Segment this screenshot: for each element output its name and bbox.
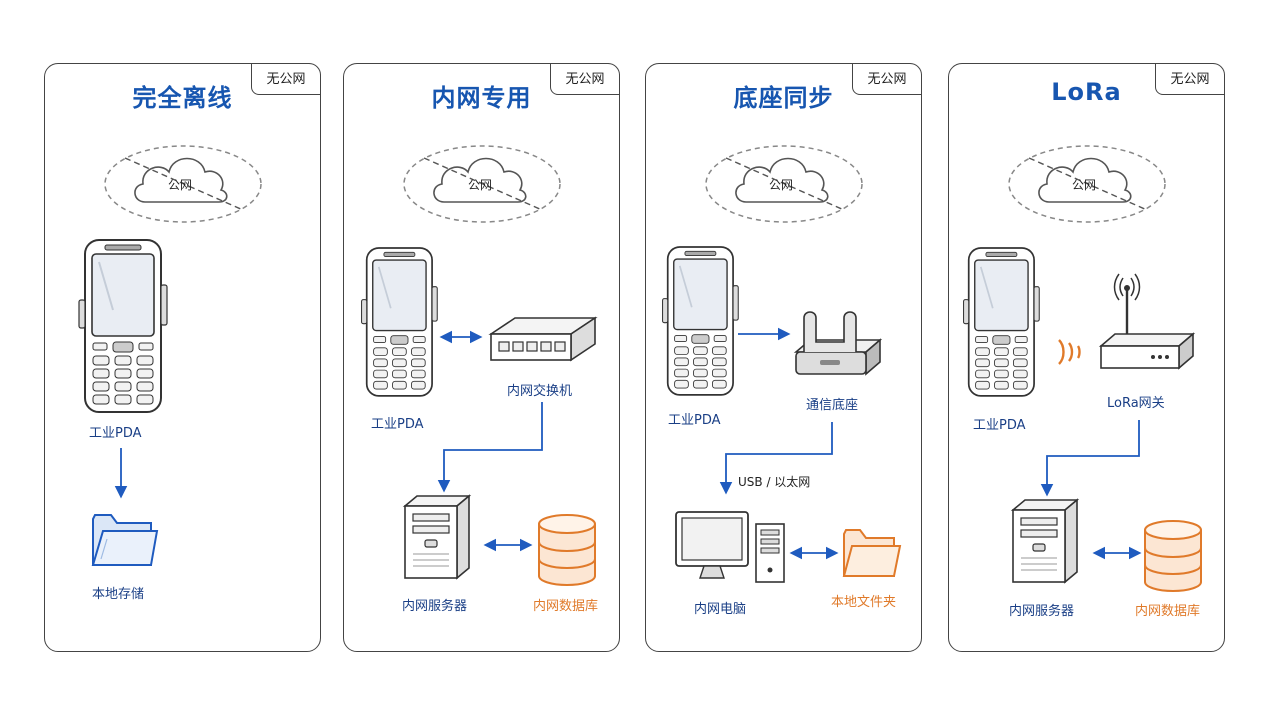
radio-waves-icon — [1058, 339, 1081, 365]
cradle-label: 通信底座 — [806, 398, 859, 413]
server-label: 内网服务器 — [402, 599, 468, 614]
panel-lora: LoRa 无公网 公网 工业PDA LoRa网关 内网服务器 内网数据库 — [948, 63, 1225, 652]
connector-arrows — [719, 327, 839, 560]
cloud-label: 公网 — [468, 178, 493, 192]
cradle-icon — [793, 311, 883, 376]
panel-cradle-sync: 底座同步 无公网 公网 工业PDA 通信底座 USB / 以太网 内网电脑 本地… — [645, 63, 922, 652]
cloud-label: 公网 — [168, 178, 193, 192]
panel-intranet: 内网专用 无公网 公网 工业PDA 内网交换机 内网服务器 内网数据库 — [343, 63, 620, 652]
database-label: 内网数据库 — [1135, 604, 1201, 619]
no-internet-badge: 无公网 — [1155, 63, 1225, 95]
no-internet-badge: 无公网 — [852, 63, 922, 95]
no-internet-badge: 无公网 — [251, 63, 321, 95]
panel-title: 内网专用 — [431, 84, 532, 112]
router-icon — [1098, 273, 1196, 370]
panel-title: LoRa — [1051, 78, 1122, 106]
connector-arrows — [1040, 420, 1142, 560]
cloud-label: 公网 — [769, 178, 794, 192]
storage-label: 本地存储 — [92, 587, 145, 602]
computer-icon — [675, 511, 785, 583]
database-label: 内网数据库 — [533, 599, 599, 614]
panel-title: 完全离线 — [132, 84, 233, 112]
flow-arrow — [114, 448, 128, 499]
connection-label: USB / 以太网 — [738, 475, 811, 489]
panel-offline: 完全离线 无公网 公网 工业PDA 本地存储 — [44, 63, 321, 652]
server-label: 内网服务器 — [1009, 604, 1075, 619]
no-internet-badge: 无公网 — [550, 63, 620, 95]
pc-label: 内网电脑 — [694, 602, 747, 617]
pda-label: 工业PDA — [668, 413, 721, 428]
pda-label: 工业PDA — [973, 418, 1026, 433]
cloud-label: 公网 — [1072, 178, 1097, 192]
folder-icon — [842, 529, 902, 577]
panel-title: 底座同步 — [733, 84, 834, 112]
switch-icon — [488, 316, 598, 362]
gateway-label: LoRa网关 — [1107, 396, 1165, 411]
connector-arrows — [437, 330, 543, 552]
folder-icon — [91, 514, 159, 566]
folder-label: 本地文件夹 — [831, 595, 897, 610]
pda-label: 工业PDA — [371, 417, 424, 432]
switch-label: 内网交换机 — [507, 384, 573, 399]
pda-label: 工业PDA — [89, 426, 142, 441]
